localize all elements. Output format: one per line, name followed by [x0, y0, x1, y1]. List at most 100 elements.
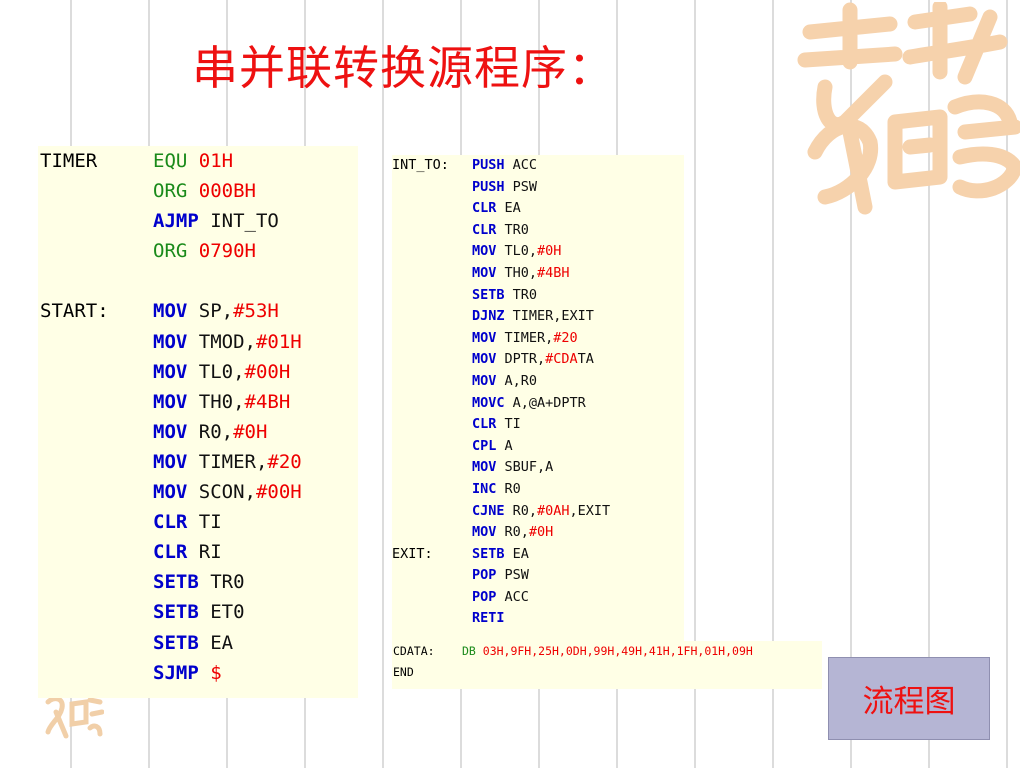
code-operand-part: R0, — [504, 524, 529, 541]
code-operands: SBUF,A — [505, 457, 554, 479]
code-label: INT_TO: — [392, 157, 449, 173]
code-operands: TL0,#0H — [505, 241, 562, 263]
code-operand-part: A — [504, 437, 513, 454]
code-opcode: MOV — [472, 351, 497, 368]
flowchart-button[interactable]: 流程图 — [828, 657, 990, 740]
code-operand-part: ,EXIT — [569, 502, 611, 519]
code-opcode: SETB — [153, 631, 199, 654]
code-opcode: CLR — [472, 416, 497, 433]
code-operands: TIMER,#20 — [505, 328, 578, 350]
code-operands: EA — [210, 628, 233, 658]
code-operands: TR0 — [513, 285, 537, 307]
code-operands: ACC — [513, 155, 537, 177]
code-opcode: RETI — [472, 610, 505, 627]
code-operand-part: TR0 — [512, 286, 538, 303]
code-operands: TR0 — [210, 567, 244, 597]
code-opcode: MOV — [153, 300, 188, 323]
code-opcode: POP — [472, 567, 497, 584]
code-operands: TI — [505, 414, 521, 436]
code-operand-part: #CDA — [545, 351, 578, 368]
code-opcode: MOV — [153, 481, 188, 504]
code-opcode: MOV — [153, 330, 188, 353]
code-operand-part: PSW — [504, 567, 529, 584]
code-opcode: SETB — [153, 601, 199, 624]
code-opcode: CLR — [472, 200, 497, 217]
code-operands: SCON,#00H — [199, 477, 302, 507]
small-calligraphy-seal-icon — [45, 696, 104, 739]
code-operands: 01H — [199, 146, 233, 176]
code-operand-part: TL0, — [504, 243, 538, 260]
code-operand-part: TIMER, — [198, 450, 268, 473]
code-line: MOV SCON,#00H — [38, 477, 358, 507]
code-operands: INT_TO — [210, 206, 279, 236]
code-opcode: DJNZ — [472, 308, 505, 325]
code-line: AJMP INT_TO — [38, 206, 358, 236]
code-opcode: ORG — [153, 240, 188, 263]
code-operand-part: #00H — [255, 481, 302, 504]
code-operand-part: TR0 — [504, 221, 529, 238]
code-operands: TH0,#4BH — [505, 263, 570, 285]
code-opcode: MOV — [472, 329, 497, 346]
code-opcode: EQU — [153, 150, 188, 172]
code-operand-part: TIMER,EXIT — [512, 308, 594, 325]
code-line: MOV SBUF,A — [392, 457, 684, 479]
code-opcode: AJMP — [153, 210, 199, 233]
code-operand-part: RI — [198, 541, 222, 564]
code-operand-part: ACC — [512, 157, 538, 173]
code-opcode: CLR — [472, 221, 497, 238]
code-operand-part: PSW — [512, 178, 538, 195]
code-opcode: PUSH — [472, 157, 505, 173]
code-line: SETB TR0 — [38, 567, 358, 597]
code-opcode: ORG — [153, 180, 188, 203]
code-label: END — [393, 665, 414, 679]
code-operand-part: EA — [512, 545, 529, 562]
code-opcode: SETB — [472, 545, 505, 562]
code-operand-part: #0H — [537, 243, 562, 260]
code-operands: R0 — [505, 479, 521, 501]
code-operand-part: TR0 — [210, 571, 245, 594]
code-operand-part: SBUF,A — [504, 459, 554, 476]
code-operands: R0,#0AH,EXIT — [513, 501, 611, 523]
code-opcode: MOV — [472, 459, 497, 476]
code-operand-part: 0790H — [198, 240, 256, 263]
code-operand-part: 000BH — [198, 180, 256, 203]
code-operands: DPTR,#CDATA — [505, 349, 594, 371]
code-operands: $ — [210, 658, 221, 688]
code-operand-part: EA — [210, 631, 234, 654]
code-opcode: MOV — [472, 524, 497, 541]
code-operand-part: ACC — [504, 588, 529, 605]
code-line: DJNZ TIMER,EXIT — [392, 306, 684, 328]
code-label: START: — [40, 300, 109, 323]
code-opcode: CLR — [153, 511, 188, 534]
code-label: EXIT: — [392, 545, 433, 562]
code-line: POP PSW — [392, 565, 684, 587]
code-opcode: POP — [472, 588, 497, 605]
code-line — [38, 266, 358, 296]
code-operands: EA — [513, 544, 529, 566]
code-operands: 000BH — [199, 176, 256, 206]
code-operands: A — [505, 436, 513, 458]
code-operand-part: #20 — [267, 450, 302, 473]
code-operands: RI — [199, 537, 222, 567]
code-line: ORG 000BH — [38, 176, 358, 206]
code-operand-part: #53H — [233, 300, 279, 323]
code-opcode: SETB — [153, 571, 199, 594]
code-operand-part: TI — [504, 416, 521, 433]
code-operand-part: A,@A+DPTR — [512, 394, 586, 411]
code-operands: 03H,9FH,25H,0DH,99H,49H,41H,1FH,01H,09H — [483, 641, 753, 662]
code-line: INT_TO: PUSH ACC — [392, 155, 684, 177]
code-opcode: MOV — [153, 390, 188, 413]
code-opcode: DB — [462, 644, 476, 658]
